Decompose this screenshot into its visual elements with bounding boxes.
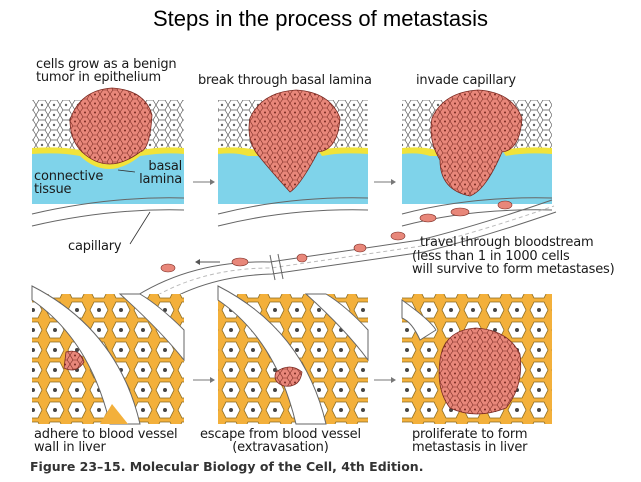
- label-step-break-lamina: break through basal lamina: [198, 73, 372, 88]
- label-step-proliferate: proliferate to form metastasis in liver: [412, 427, 528, 455]
- label-step-adhere: adhere to blood vessel wall in liver: [34, 427, 178, 455]
- figure-caption: Figure 23–15. Molecular Biology of the C…: [30, 459, 424, 474]
- panel-invade-capillary: [401, 89, 553, 227]
- arrow-step4-to-5: [193, 377, 215, 383]
- label-basal-lamina: basal lamina: [139, 159, 182, 187]
- arrow-step1-to-2: [193, 179, 215, 185]
- label-connective-tissue: connective tissue: [34, 169, 104, 197]
- label-step-extravasation: escape from blood vessel (extravasation): [200, 427, 361, 455]
- panel-extravasation: [217, 285, 369, 425]
- panel-adhere-vessel: [31, 285, 185, 425]
- panel-break-lamina: [217, 89, 369, 227]
- arrow-step2-to-3: [374, 179, 396, 185]
- label-step-benign-tumor: cells grow as a benign tumor in epitheli…: [36, 57, 177, 85]
- panel-liver-metastasis: [401, 294, 552, 424]
- label-step-invade-capillary: invade capillary: [416, 73, 516, 88]
- label-travel-bloodstream: travel through bloodstream: [420, 235, 594, 250]
- arrow-step5-to-6: [374, 377, 396, 383]
- page-title: Steps in the process of metastasis: [152, 6, 489, 31]
- label-survival-note: (less than 1 in 1000 cells will survive …: [412, 249, 615, 277]
- label-capillary: capillary: [68, 239, 122, 254]
- panel-benign-tumor: [31, 87, 185, 227]
